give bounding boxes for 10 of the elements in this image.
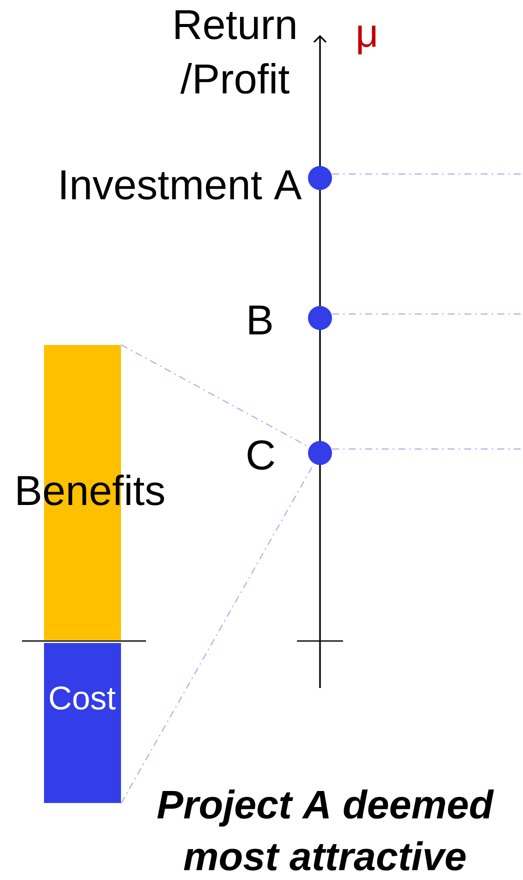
- bar: Cost: [44, 643, 121, 803]
- data-point: [308, 166, 332, 190]
- point-label: Investment A: [61, 170, 302, 200]
- conclusion-text: Project A deemed most attractive: [157, 789, 494, 871]
- axis-title: Return /Profit: [176, 10, 296, 94]
- point-label: B: [249, 306, 272, 334]
- data-point: [308, 441, 332, 465]
- axis-symbol: μ: [358, 26, 376, 54]
- point-label: C: [248, 440, 274, 470]
- data-point: [308, 306, 332, 330]
